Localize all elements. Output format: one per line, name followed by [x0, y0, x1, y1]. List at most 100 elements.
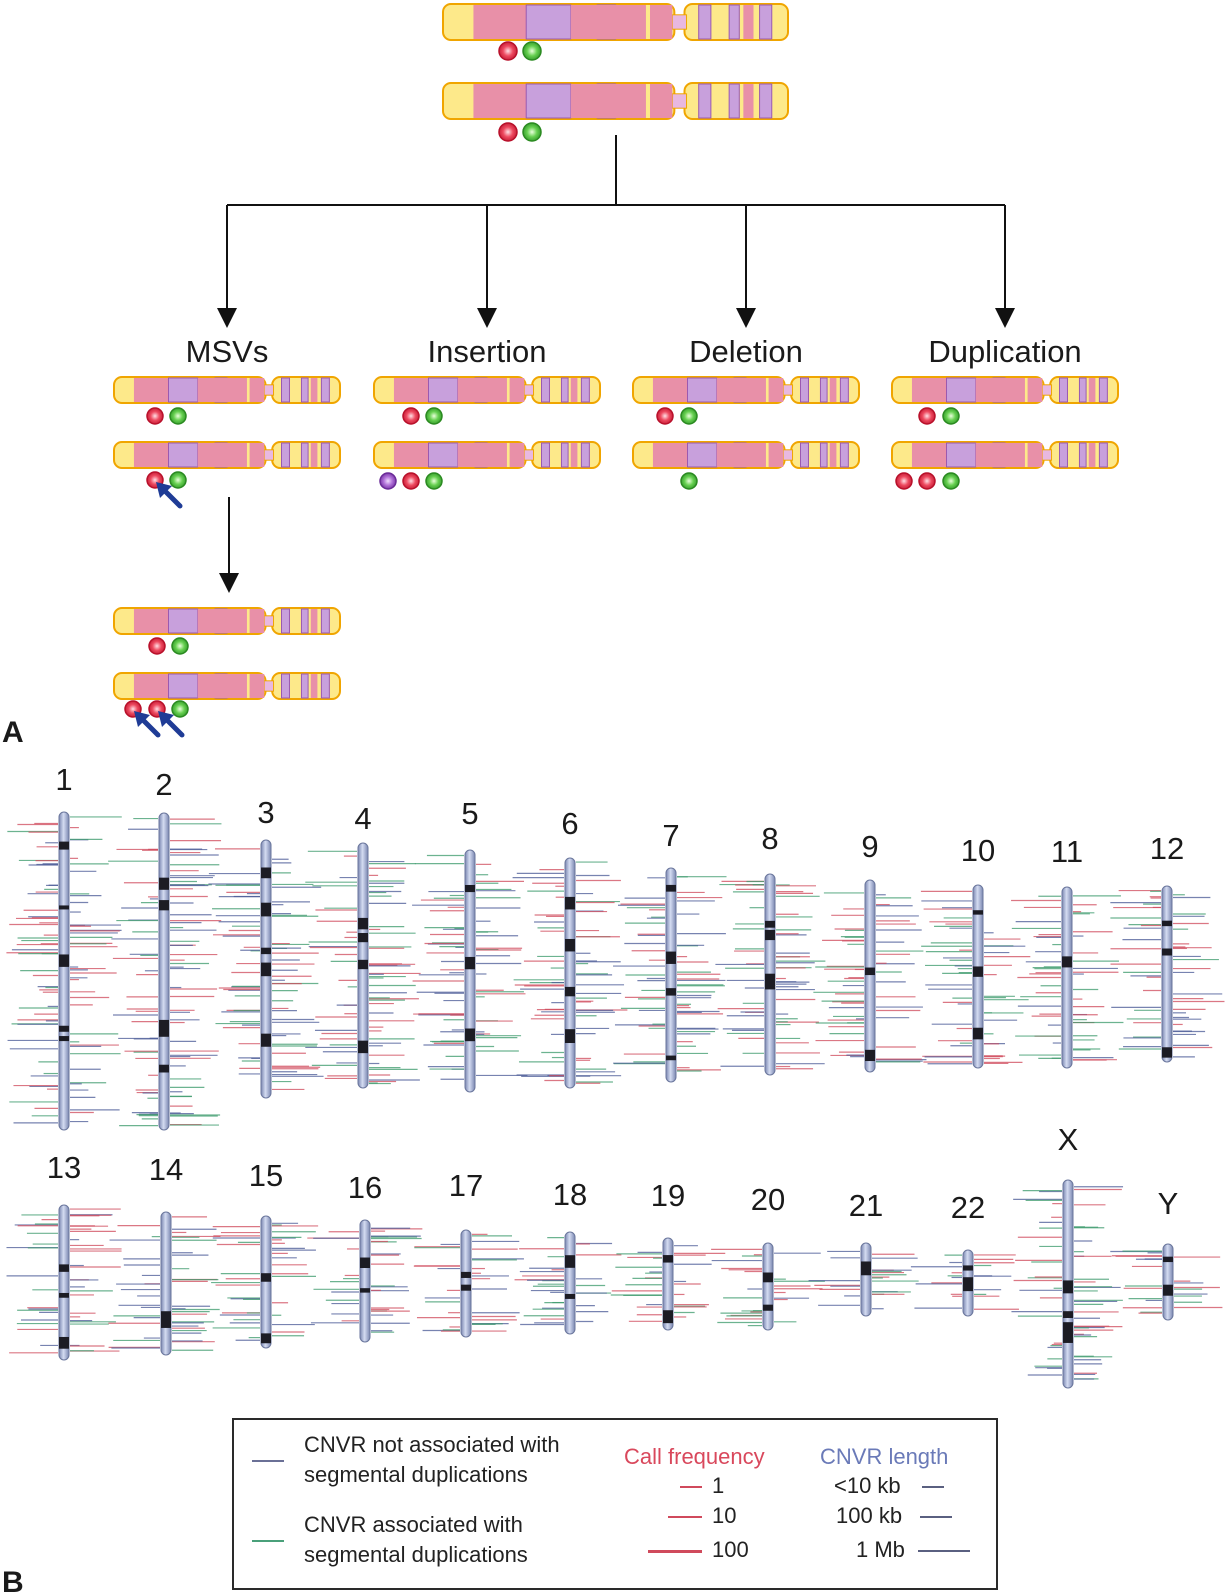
panel-a-chromosomes [113, 3, 1119, 738]
chromosome-insertion-1 [373, 376, 602, 404]
karyogram-chromosome-2 [108, 812, 222, 1131]
legend-cnvr-length-medium: 100 kb [836, 1503, 903, 1528]
chromosome-duplication-2 [891, 441, 1119, 469]
legend-call-frequency-swatch-1 [680, 1486, 702, 1488]
red-marker-duplication-1 [918, 407, 936, 425]
karyogram-label-3: 3 [257, 795, 274, 830]
karyogram-chromosome-18 [514, 1231, 622, 1335]
karyogram-chromosome-3 [208, 839, 324, 1099]
red-marker-insertion-1 [402, 407, 420, 425]
msvs-descendant-chromosome-2 [113, 672, 342, 700]
chromosome-msvs-1 [113, 376, 342, 404]
karyogram-label-7: 7 [662, 818, 679, 853]
karyogram-chromosome-17 [413, 1229, 524, 1338]
legend-cnvr-length-small: <10 kb [834, 1473, 901, 1498]
msvs-descendant-blue-arrow-1 [134, 711, 161, 738]
karyogram-label-4: 4 [354, 801, 371, 836]
legend-cnvr-length-swatch-large [918, 1550, 970, 1552]
msvs-descendant-blue-arrow-2 [158, 711, 185, 738]
purple-marker-insertion [379, 472, 397, 490]
legend-label-associated-line1: CNVR associated with [304, 1512, 523, 1537]
karyogram-label-5: 5 [461, 796, 478, 831]
panel-label-b: B [2, 1566, 24, 1594]
category-label-msvs: MSVs [186, 334, 269, 369]
panel-label-a: A [2, 716, 24, 749]
karyogram-chromosome-15 [211, 1215, 319, 1349]
karyogram-label-9: 9 [861, 829, 878, 864]
karyogram-label-22: 22 [951, 1190, 985, 1225]
karyogram-label-10: 10 [961, 833, 995, 868]
karyogram-chromosome-1 [6, 811, 122, 1131]
legend-box: CNVR not associated with segmental dupli… [232, 1418, 998, 1590]
chromosome-duplication-1 [891, 376, 1119, 404]
legend-call-frequency-100: 100 [712, 1537, 749, 1562]
karyogram-chromosome-9 [813, 879, 927, 1073]
karyogram-chromosome-5 [412, 849, 528, 1093]
karyogram-label-17: 17 [449, 1168, 483, 1203]
chromosome-insertion-2 [373, 441, 602, 469]
karyogram-chromosome-20 [711, 1242, 825, 1331]
chromosome-msvs-2 [113, 441, 342, 469]
top-red-marker-1 [498, 41, 518, 61]
red-marker-duplication-2b [918, 472, 936, 490]
top-green-marker-1 [522, 41, 542, 61]
karyogram-chromosome-19 [610, 1237, 726, 1331]
legend-swatch-associated [252, 1540, 284, 1542]
legend-call-frequency-swatch-100 [648, 1550, 702, 1553]
karyogram-label-2: 2 [155, 767, 172, 802]
red-marker-insertion-2 [402, 472, 420, 490]
legend-swatch-not-associated [252, 1460, 284, 1462]
top-chromosome-2 [442, 82, 789, 120]
green-marker-duplication-2 [942, 472, 960, 490]
msvs-descendant-chromosome-1 [113, 607, 342, 635]
karyogram-label-14: 14 [149, 1152, 183, 1187]
karyogram-label-X: X [1058, 1122, 1079, 1157]
green-marker-insertion-1 [425, 407, 443, 425]
karyogram-label-8: 8 [761, 821, 778, 856]
karyogram-label-21: 21 [849, 1188, 883, 1223]
karyogram-label-18: 18 [553, 1177, 587, 1212]
category-label-duplication: Duplication [928, 334, 1081, 369]
karyogram-label-Y: Y [1158, 1186, 1179, 1221]
karyogram-chromosome-7 [613, 867, 727, 1083]
karyogram-label-20: 20 [751, 1182, 785, 1217]
legend-call-frequency-swatch-10 [668, 1516, 702, 1518]
legend-label-associated-line2: segmental duplications [304, 1542, 528, 1567]
karyogram-chromosome-10 [920, 884, 1031, 1069]
msvs-descendant-green-marker-2 [171, 700, 189, 718]
karyogram-chromosome-14 [108, 1211, 221, 1356]
karyogram-chromosome-X [1011, 1179, 1124, 1389]
karyogram-label-11: 11 [1051, 834, 1083, 869]
legend-cnvr-length-title: CNVR length [820, 1444, 949, 1469]
legend-call-frequency-title: Call frequency [624, 1444, 765, 1469]
karyogram-chromosome-8 [715, 873, 826, 1076]
karyogram-chromosome-4 [305, 842, 421, 1089]
green-marker-insertion-2 [425, 472, 443, 490]
msvs-descendant-green-marker-1 [171, 637, 189, 655]
karyogram-chromosome-22 [910, 1249, 1019, 1317]
msvs-descendant-red-marker-1 [148, 637, 166, 655]
legend-call-frequency-10: 10 [712, 1503, 737, 1528]
karyogram-label-16: 16 [348, 1170, 382, 1205]
chromosome-deletion-1 [632, 376, 861, 404]
chromosome-deletion-2 [632, 441, 861, 469]
karyogram-label-15: 15 [249, 1158, 283, 1193]
karyogram-label-12: 12 [1150, 831, 1184, 866]
legend-label-not-associated-line1: CNVR not associated with [304, 1432, 560, 1457]
red-marker-msvs-1 [146, 407, 164, 425]
green-marker-deletion-1 [680, 407, 698, 425]
green-marker-msvs-2 [169, 471, 187, 489]
category-label-insertion: Insertion [428, 334, 547, 369]
green-marker-deletion-2 [680, 472, 698, 490]
green-marker-duplication-1 [942, 407, 960, 425]
karyogram-chromosome-6 [512, 857, 628, 1089]
green-marker-msvs-1 [169, 407, 187, 425]
legend-call-frequency-1: 1 [712, 1473, 725, 1498]
top-green-marker-2 [522, 122, 542, 142]
karyogram-label-19: 19 [651, 1178, 685, 1213]
msvs-blue-arrow [156, 482, 183, 509]
karyogram-chromosome-11 [1011, 886, 1124, 1069]
karyogram-label-13: 13 [47, 1150, 81, 1185]
